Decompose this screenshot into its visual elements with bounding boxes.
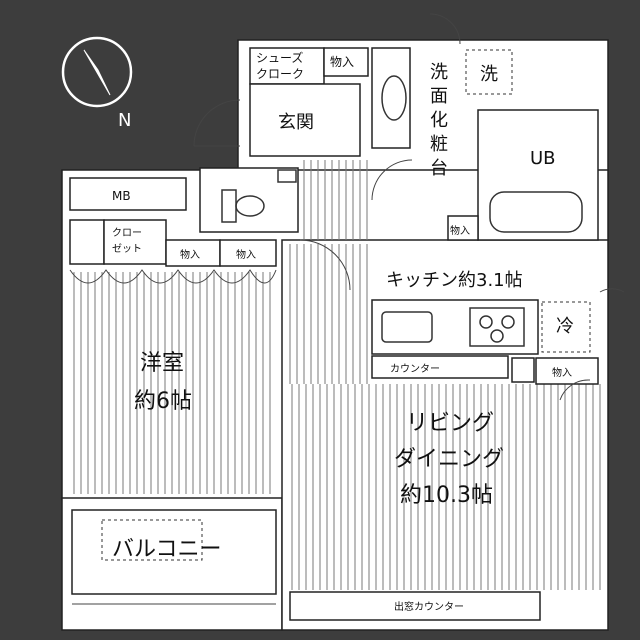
storage-box-west-1 xyxy=(165,239,221,267)
ac-unit-space xyxy=(101,519,203,561)
meter-box-area xyxy=(69,177,187,211)
unit-bath-label: UB xyxy=(530,148,556,169)
storage-label-west-1: 物入 xyxy=(180,248,200,261)
balcony-area xyxy=(71,509,277,595)
kitchen-window-icon xyxy=(599,288,625,293)
bathtub-icon xyxy=(489,191,583,233)
washroom-label: 洗面化粧台 xyxy=(430,62,448,179)
kitchen-label: キッチン約3.1帖 xyxy=(386,270,523,291)
compass-needle-icon xyxy=(83,49,111,96)
storage-label-ldk: 物入 xyxy=(552,366,572,379)
kitchen-sink-icon xyxy=(381,311,433,343)
washer-space xyxy=(465,49,513,95)
closet-doors-icon xyxy=(69,269,277,284)
entrance-door-swing-icon xyxy=(193,99,241,147)
storage-label-mid: 物入 xyxy=(450,224,470,237)
storage-label-top: 物入 xyxy=(330,55,354,69)
closet-side xyxy=(69,219,105,265)
closet-label: クローゼット xyxy=(112,227,142,255)
wash-door-swing-icon xyxy=(429,13,461,45)
ldk-floor xyxy=(289,244,601,590)
fridge-label: 冷 xyxy=(556,316,574,337)
north-label: N xyxy=(118,110,131,131)
corridor-floor xyxy=(303,160,368,240)
storage-box-mid xyxy=(447,215,479,241)
ldk-door-swing-icon xyxy=(299,239,351,291)
sink-icon xyxy=(381,75,407,121)
washer-label: 洗 xyxy=(480,64,498,85)
window-counter-area xyxy=(289,591,541,621)
toilet-sink-icon xyxy=(277,169,297,183)
shoe-cloak-label: シューズクローク xyxy=(256,50,304,81)
toilet-bowl-icon xyxy=(235,195,265,217)
kitchen-post xyxy=(511,357,535,383)
western-room-label: 洋室約6帖 xyxy=(134,351,192,414)
wash-door-swing-icon-2 xyxy=(371,159,413,201)
wash-basin-area xyxy=(371,47,411,149)
counter-area xyxy=(371,355,509,379)
storage-label-west-2: 物入 xyxy=(236,248,256,261)
stove-icon xyxy=(469,307,525,347)
fridge-space xyxy=(541,301,591,353)
shoe-cloak-area xyxy=(249,47,325,85)
closet-area xyxy=(103,219,167,265)
window-counter-label: 出窓カウンター xyxy=(394,600,464,613)
entrance-area xyxy=(249,83,361,157)
storage-box-top xyxy=(323,47,369,77)
storage-box-west-2 xyxy=(219,239,277,267)
balcony-label: バルコニー xyxy=(112,537,222,562)
western-room-floor xyxy=(73,272,271,494)
toilet-area xyxy=(199,167,299,233)
compass: N xyxy=(61,36,133,131)
compass-ring xyxy=(61,36,133,108)
storage-door-swing-icon xyxy=(559,379,591,401)
unit-bath-area xyxy=(477,109,599,241)
meter-box-label: MB xyxy=(112,189,131,203)
counter-label: カウンター xyxy=(390,363,440,375)
entrance-label: 玄関 xyxy=(278,112,314,133)
ldk-label: リビングダイニング約10.3帖 xyxy=(394,411,504,508)
